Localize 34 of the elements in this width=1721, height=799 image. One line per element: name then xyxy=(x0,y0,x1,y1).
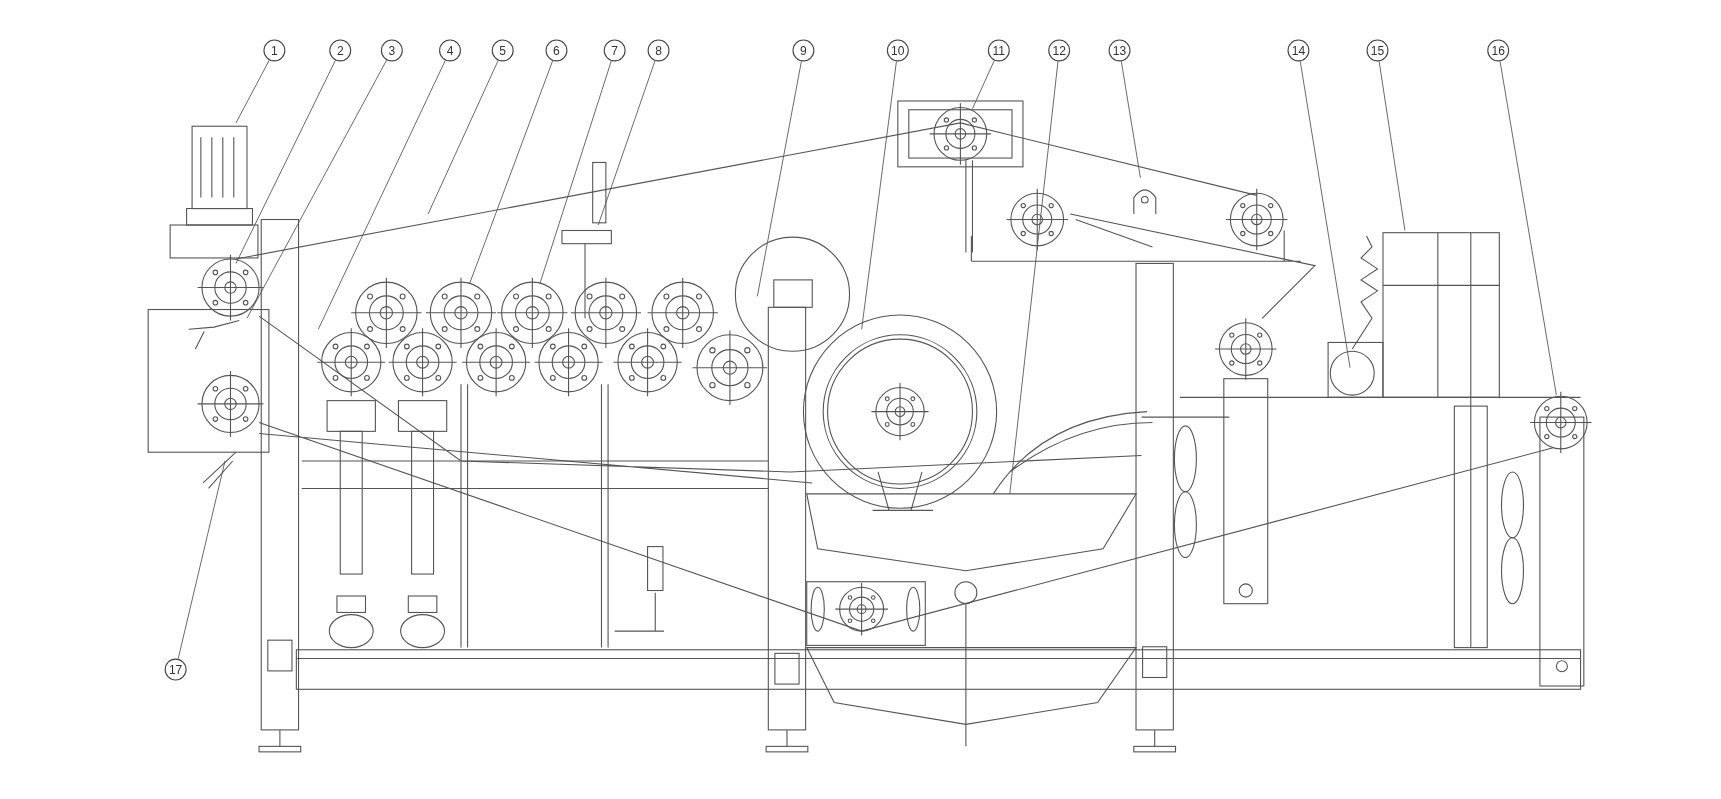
callout-number: 7 xyxy=(603,39,626,62)
callout-number: 8 xyxy=(647,39,670,62)
callout-number: 13 xyxy=(1108,39,1131,62)
callout-number: 10 xyxy=(886,39,909,62)
leader-line xyxy=(427,60,499,215)
leader-line xyxy=(1378,60,1406,231)
leader-line xyxy=(1009,60,1059,495)
callout-number: 12 xyxy=(1048,39,1071,62)
leader-line xyxy=(317,59,446,330)
leader-line xyxy=(469,60,554,284)
callout-number: 6 xyxy=(545,39,568,62)
leader-line xyxy=(1499,60,1557,396)
leader-line xyxy=(861,60,897,330)
leader-line xyxy=(1120,60,1141,179)
leader-line xyxy=(177,460,226,660)
leader-line xyxy=(972,60,995,110)
leader-line xyxy=(539,60,612,284)
leader-line xyxy=(1299,60,1351,369)
callout-number: 1 xyxy=(263,39,286,62)
callout-number: 5 xyxy=(491,39,514,62)
leader-line xyxy=(246,59,388,319)
callout-number: 4 xyxy=(439,39,461,62)
callout-number: 17 xyxy=(164,658,187,681)
callout-number: 11 xyxy=(987,39,1010,62)
callout-number: 14 xyxy=(1287,39,1310,62)
callout-number: 16 xyxy=(1487,39,1510,62)
leader-line xyxy=(756,60,802,297)
callout-number: 3 xyxy=(380,39,403,62)
leader-line xyxy=(597,60,656,226)
callout-number: 15 xyxy=(1366,39,1389,62)
callout-number: 2 xyxy=(329,39,352,62)
leader-line xyxy=(235,59,270,124)
callout-number: 9 xyxy=(792,39,815,62)
leader-line xyxy=(235,59,336,264)
